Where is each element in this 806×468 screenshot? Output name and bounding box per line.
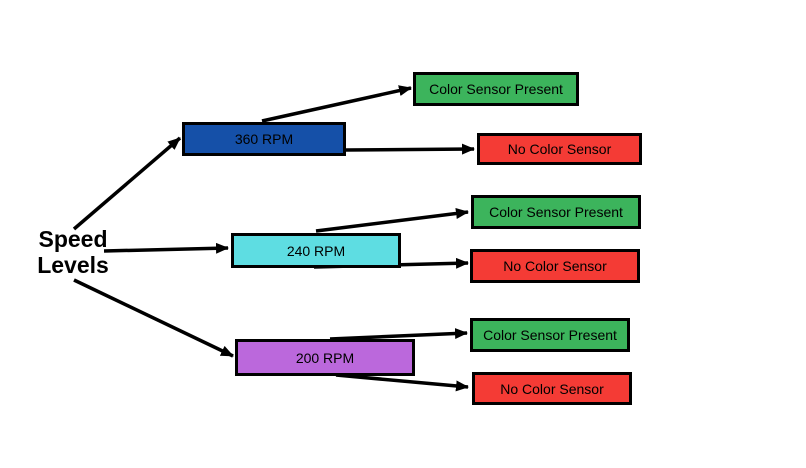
node-240-rpm: 240 RPM	[231, 233, 401, 268]
root-label-speed-levels: Speed Levels	[26, 226, 120, 278]
node-200-rpm: 200 RPM	[235, 339, 415, 376]
arrow-200rpm-to-present	[329, 328, 468, 341]
node-360-no-color-sensor: No Color Sensor	[477, 133, 642, 165]
node-360-rpm: 360 RPM	[182, 122, 346, 156]
arrow-200rpm-to-absent	[335, 373, 469, 392]
node-240-color-sensor-present: Color Sensor Present	[471, 195, 641, 229]
node-200-color-sensor-present: Color Sensor Present	[470, 318, 630, 352]
node-360-color-sensor-present: Color Sensor Present	[413, 72, 579, 106]
arrow-root-to-360rpm	[72, 136, 182, 231]
arrow-root-to-200rpm	[73, 278, 234, 358]
root-label-line-2: Levels	[37, 252, 109, 278]
root-label-line-1: Speed	[38, 226, 108, 252]
node-240-no-color-sensor: No Color Sensor	[470, 249, 640, 283]
arrow-root-to-240rpm	[103, 242, 229, 254]
node-200-no-color-sensor: No Color Sensor	[472, 372, 632, 405]
arrow-360rpm-to-present	[261, 85, 412, 123]
arrow-240rpm-to-present	[315, 208, 469, 233]
arrow-360rpm-to-absent	[345, 143, 475, 155]
